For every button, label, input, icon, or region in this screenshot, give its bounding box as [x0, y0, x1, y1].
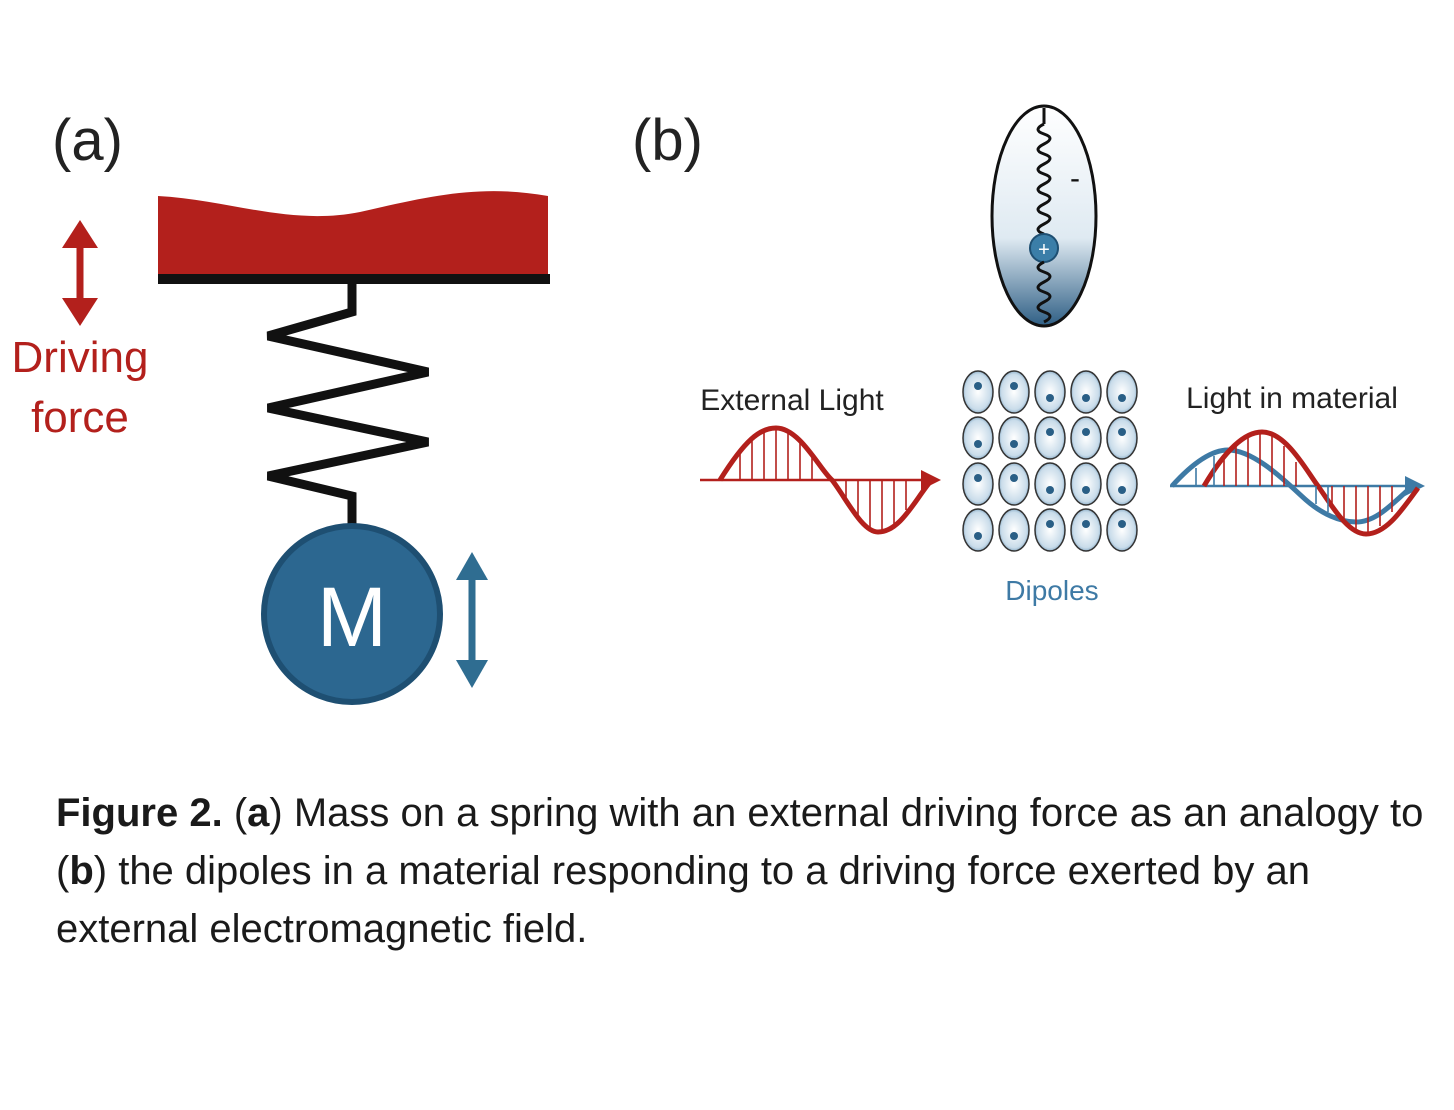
dipole-charge — [1118, 520, 1126, 528]
dipole — [1106, 416, 1138, 460]
dipole-charge — [1046, 428, 1054, 436]
dipole-charge — [1046, 486, 1054, 494]
driving-force-arrow-icon — [62, 220, 98, 326]
mass-circle — [261, 523, 443, 705]
dipole — [998, 416, 1030, 460]
dipole-charge — [1118, 428, 1126, 436]
panel-b-label: (b) — [632, 108, 703, 173]
caption-open-a: ( — [222, 791, 248, 835]
mass-motion-arrow-icon — [456, 552, 488, 688]
external-light-wave — [700, 425, 941, 535]
dipole — [1034, 508, 1066, 552]
dipole — [1034, 370, 1066, 414]
dipole-charge — [1118, 394, 1126, 402]
dipole — [1070, 508, 1102, 552]
spring — [266, 284, 429, 528]
driving-block-base — [158, 274, 550, 284]
dipole-charge — [1082, 394, 1090, 402]
atom-oval: - + — [990, 104, 1098, 328]
dipole — [1106, 508, 1138, 552]
dipole — [1070, 416, 1102, 460]
caption-figure-number: Figure 2. — [56, 791, 223, 835]
light-in-material-wave — [1170, 429, 1425, 537]
dipole — [962, 370, 994, 414]
caption-text-b: ) the dipoles in a material responding t… — [56, 849, 1311, 951]
dipole-charge — [1010, 532, 1018, 540]
dipole — [998, 462, 1030, 506]
caption-b: b — [69, 849, 94, 893]
dipole-charge — [1046, 394, 1054, 402]
dipole — [1070, 370, 1102, 414]
dipole-charge — [1010, 382, 1018, 390]
dipole-charge — [1082, 520, 1090, 528]
caption-text-a: ) Mass on a spring with an external driv… — [56, 791, 1424, 893]
dipole — [962, 462, 994, 506]
nucleus-plus-sign: + — [1038, 239, 1050, 261]
caption-a: a — [247, 791, 270, 835]
driving-force-label-line2: force — [31, 393, 129, 442]
driving-force-label-line1: Driving — [12, 333, 149, 382]
dipole — [998, 508, 1030, 552]
dipole — [1034, 416, 1066, 460]
mass-label: M — [317, 570, 387, 664]
dipole — [998, 370, 1030, 414]
external-light-label: External Light — [700, 384, 884, 417]
dipole-charge — [974, 440, 982, 448]
dipole — [1106, 370, 1138, 414]
light-in-material-label: Light in material — [1186, 382, 1398, 415]
dipole — [1034, 462, 1066, 506]
dipoles-grid — [962, 370, 1138, 552]
figure-caption: Figure 2. (a) Mass on a spring with an e… — [56, 784, 1446, 958]
dipole — [962, 416, 994, 460]
dipole-charge — [974, 474, 982, 482]
dipoles-label: Dipoles — [1005, 575, 1098, 606]
dipole — [962, 508, 994, 552]
dipole-charge — [1010, 440, 1018, 448]
driving-block — [158, 191, 548, 276]
dipole-charge — [1046, 520, 1054, 528]
dipole — [1106, 462, 1138, 506]
dipole-charge — [1010, 474, 1018, 482]
atom-minus-sign: - — [1070, 162, 1080, 195]
dipole-charge — [1118, 486, 1126, 494]
dipole-charge — [974, 532, 982, 540]
dipole-charge — [1082, 486, 1090, 494]
dipole — [1070, 462, 1102, 506]
panel-a-label: (a) — [52, 108, 123, 173]
dipole-charge — [1082, 428, 1090, 436]
dipole-charge — [974, 382, 982, 390]
